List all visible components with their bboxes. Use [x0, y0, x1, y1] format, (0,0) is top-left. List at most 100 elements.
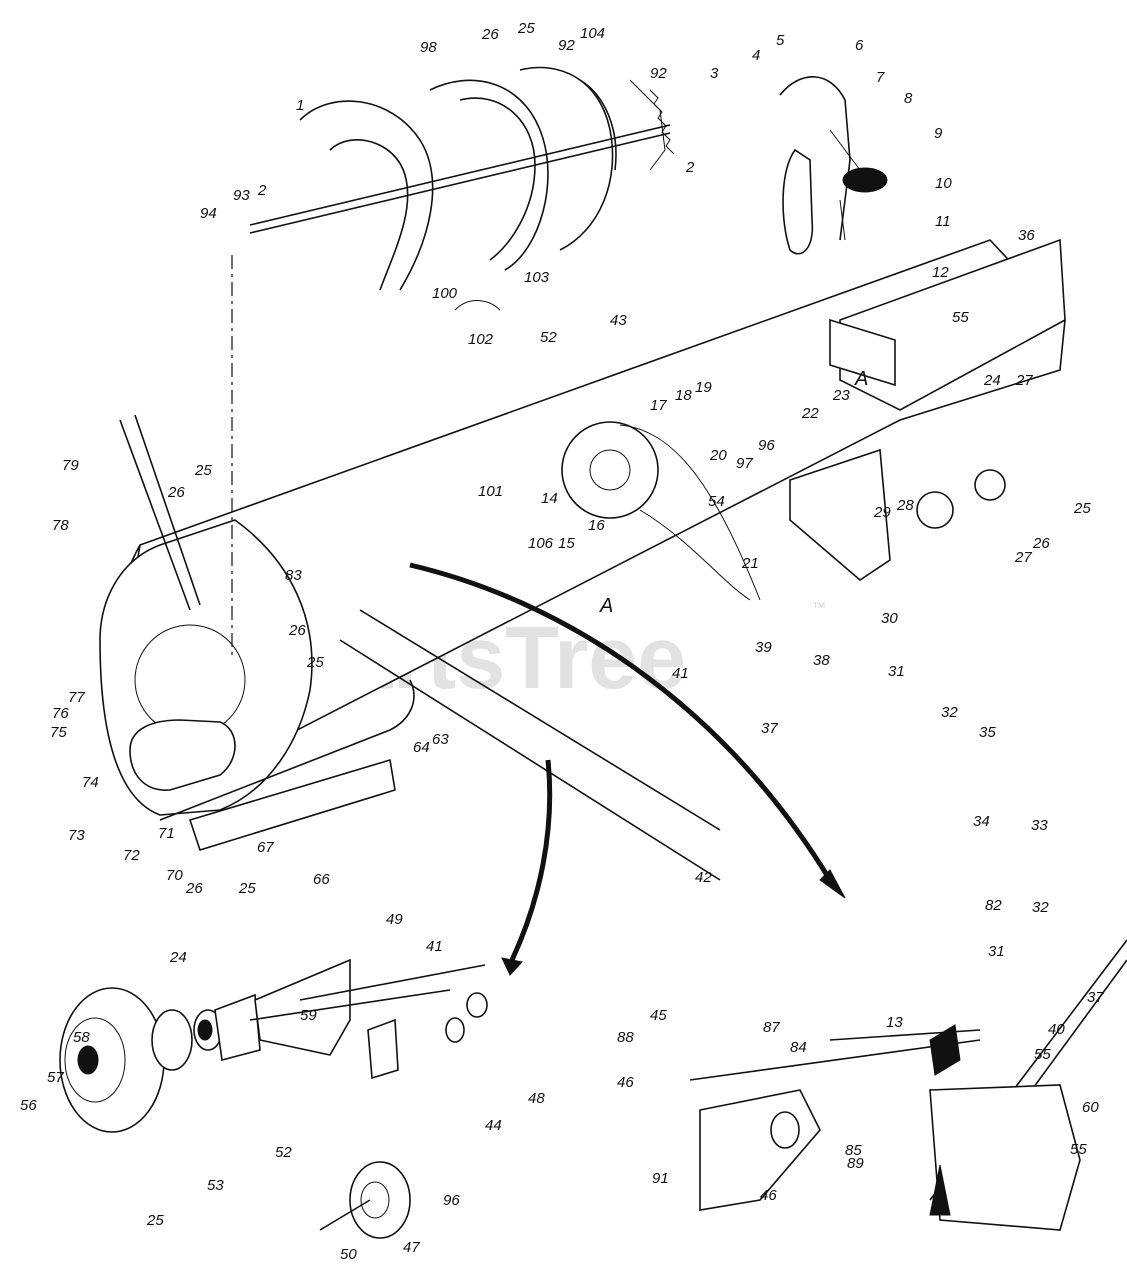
callout: 8 [904, 90, 913, 107]
callout: 96 [443, 1192, 460, 1209]
callout: 75 [50, 724, 67, 741]
callout: 106 [528, 535, 554, 552]
callout: 28 [896, 497, 914, 514]
callout: 13 [886, 1014, 903, 1031]
reference-mark: A [599, 595, 613, 617]
callout: 26 [481, 26, 499, 43]
callout: 58 [73, 1029, 90, 1046]
auger-housing [99, 238, 1066, 821]
callout: 25 [306, 654, 324, 671]
callout: 41 [672, 665, 689, 682]
callout: 38 [813, 652, 830, 669]
callout: 46 [760, 1187, 777, 1204]
callout: 53 [207, 1177, 224, 1194]
chute-crank-assembly [779, 76, 888, 255]
callout: 40 [1048, 1021, 1065, 1038]
callout: 3 [710, 65, 719, 82]
callout: 78 [52, 517, 69, 534]
callout: 35 [979, 724, 996, 741]
frame-rails [119, 414, 721, 881]
callout: 73 [68, 827, 85, 844]
callout: 98 [420, 39, 437, 56]
auger-assembly [249, 66, 675, 311]
callout: 92 [558, 37, 575, 54]
callout: 84 [790, 1039, 807, 1056]
callout: 52 [275, 1144, 292, 1161]
callout: 63 [432, 731, 449, 748]
callout: 2 [685, 159, 695, 176]
callout: 22 [801, 405, 819, 422]
callout: 24 [169, 949, 187, 966]
detail-arrow-left-head-icon [501, 957, 523, 976]
bearing-plate [789, 448, 1006, 582]
callouts: 1 2 2 3 4 5 6 7 8 9 10 11 12 13 14 15 16… [20, 20, 1104, 1263]
callout: 101 [478, 483, 503, 500]
callout: 93 [233, 187, 250, 204]
callout: 87 [763, 1019, 780, 1036]
callout: 2 [257, 182, 267, 199]
callout: 12 [932, 264, 949, 281]
callout: 57 [47, 1069, 64, 1086]
callout: 33 [1031, 817, 1048, 834]
callout: 1 [296, 97, 304, 114]
callout: 14 [541, 490, 558, 507]
callout: 89 [847, 1155, 864, 1172]
callout: 17 [650, 397, 667, 414]
callout: 72 [123, 847, 140, 864]
callout: 26 [1032, 535, 1050, 552]
callout: 18 [675, 387, 692, 404]
callout: 26 [185, 880, 203, 897]
callout: 10 [935, 175, 952, 192]
callout: 55 [1034, 1046, 1051, 1063]
callout: 19 [695, 379, 712, 396]
callout: 4 [752, 47, 760, 64]
callout: 92 [650, 65, 667, 82]
linkage-pointer-icon [929, 1164, 951, 1216]
callout: 47 [403, 1239, 420, 1256]
callout: 25 [238, 880, 256, 897]
callout: 11 [935, 213, 951, 230]
callout: 85 [845, 1142, 862, 1159]
callout: 104 [580, 25, 605, 42]
callout: 52 [540, 329, 557, 346]
callout: 15 [558, 535, 575, 552]
callout: 45 [650, 1007, 667, 1024]
callout: 37 [761, 720, 778, 737]
callout: 76 [52, 705, 69, 722]
callout: 97 [736, 455, 753, 472]
callout: 25 [194, 462, 212, 479]
linkage-bracket-icon [929, 1024, 961, 1076]
callout: 44 [485, 1117, 502, 1134]
callout: 32 [941, 704, 958, 721]
callout: 16 [588, 517, 605, 534]
callout: 59 [300, 1007, 317, 1024]
callout: 34 [973, 813, 990, 830]
callout: 31 [988, 943, 1005, 960]
callout: 70 [166, 867, 183, 884]
callout: 27 [1014, 549, 1032, 566]
callout: 39 [755, 639, 772, 656]
callout: 55 [952, 309, 969, 326]
callout: 6 [855, 37, 864, 54]
callout: 26 [167, 484, 185, 501]
callout: 42 [695, 869, 712, 886]
callout: 83 [285, 567, 302, 584]
callout: 37 [1087, 989, 1104, 1006]
callout: 102 [468, 331, 494, 348]
callout: 49 [386, 911, 403, 928]
callout: 74 [82, 774, 99, 791]
callout: 41 [426, 938, 443, 955]
callout: 23 [832, 387, 850, 404]
callout: 66 [313, 871, 330, 888]
callout: 100 [432, 285, 458, 302]
callout: 48 [528, 1090, 545, 1107]
callout: 46 [617, 1074, 634, 1091]
callout: 5 [776, 32, 785, 49]
callout: 56 [20, 1097, 37, 1114]
sprocket-chain [561, 421, 761, 601]
callout: 91 [652, 1170, 669, 1187]
callout: 77 [68, 689, 85, 706]
pulley-detail [59, 958, 488, 1239]
callout: 30 [881, 610, 898, 627]
